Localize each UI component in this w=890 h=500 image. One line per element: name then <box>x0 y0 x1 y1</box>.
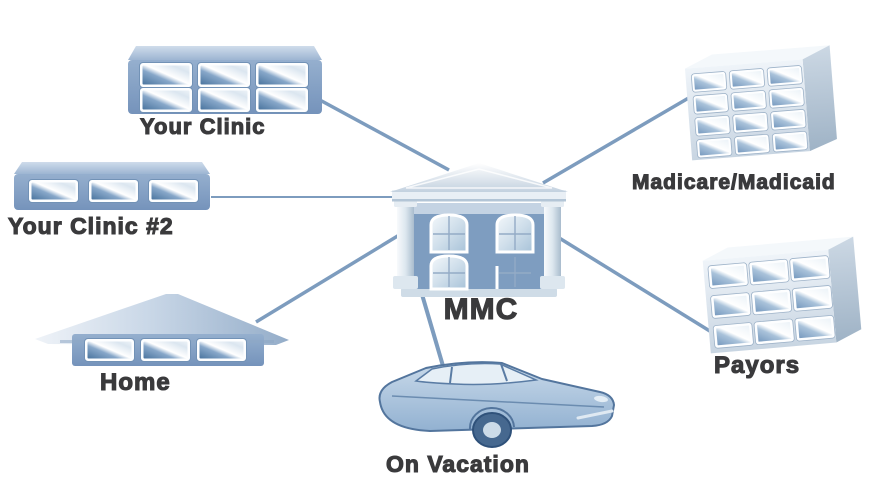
your-clinic-node: Your Clinic <box>128 46 322 140</box>
window <box>254 61 310 89</box>
window <box>138 86 194 114</box>
window <box>147 178 200 204</box>
window <box>711 320 756 350</box>
window <box>769 107 808 132</box>
window <box>793 313 837 343</box>
window <box>747 257 791 287</box>
clinic-building-icon <box>14 162 210 210</box>
madicare-madicaid-node: Madicare/Madicaid <box>631 45 837 195</box>
window <box>27 178 80 204</box>
your-clinic-2-node: Your Clinic #2 <box>7 162 210 240</box>
your-clinic-label: Your Clinic <box>140 114 266 139</box>
window <box>765 64 804 88</box>
mmc-label: MMC <box>444 293 519 326</box>
payors-node: Payors <box>702 236 862 380</box>
window <box>138 61 194 89</box>
window <box>689 70 729 94</box>
window <box>87 178 140 204</box>
window <box>790 283 835 313</box>
window <box>196 86 252 114</box>
window <box>729 89 768 113</box>
window <box>83 337 136 363</box>
window <box>254 86 310 114</box>
window <box>706 261 750 291</box>
car-icon <box>378 361 615 448</box>
on-vacation-label: On Vacation <box>386 451 530 477</box>
mmc-node: MMC <box>390 163 568 327</box>
your-clinic-2-label: Your Clinic #2 <box>8 213 174 239</box>
link-home-mmc <box>255 218 425 324</box>
link-mmc-madicare <box>542 94 693 185</box>
window <box>727 67 767 91</box>
madicare-madicaid-label: Madicare/Madicaid <box>632 171 836 194</box>
window <box>752 317 796 347</box>
on-vacation-node: On Vacation <box>378 361 615 478</box>
link-mmc-payors <box>555 234 714 335</box>
clinic-building-icon <box>128 46 322 114</box>
bank-building-icon <box>390 163 568 297</box>
office-building-icon <box>702 236 862 354</box>
payors-label: Payors <box>714 352 800 379</box>
house-icon <box>35 294 289 366</box>
window <box>767 86 806 110</box>
window <box>770 129 810 154</box>
link-your-clinic-mmc <box>317 97 450 172</box>
window <box>139 337 192 363</box>
window <box>695 135 734 160</box>
office-building-icon <box>684 45 837 161</box>
link-mmc-on-vacation <box>419 290 445 367</box>
home-label: Home <box>100 369 171 396</box>
window <box>787 253 832 284</box>
window <box>708 290 753 321</box>
window <box>693 113 732 138</box>
connection-lines <box>211 94 714 367</box>
window <box>196 61 252 89</box>
home-node: Home <box>35 294 289 397</box>
window <box>691 91 730 116</box>
window <box>731 110 770 135</box>
window <box>749 287 794 317</box>
window <box>195 337 248 363</box>
window <box>733 132 772 157</box>
